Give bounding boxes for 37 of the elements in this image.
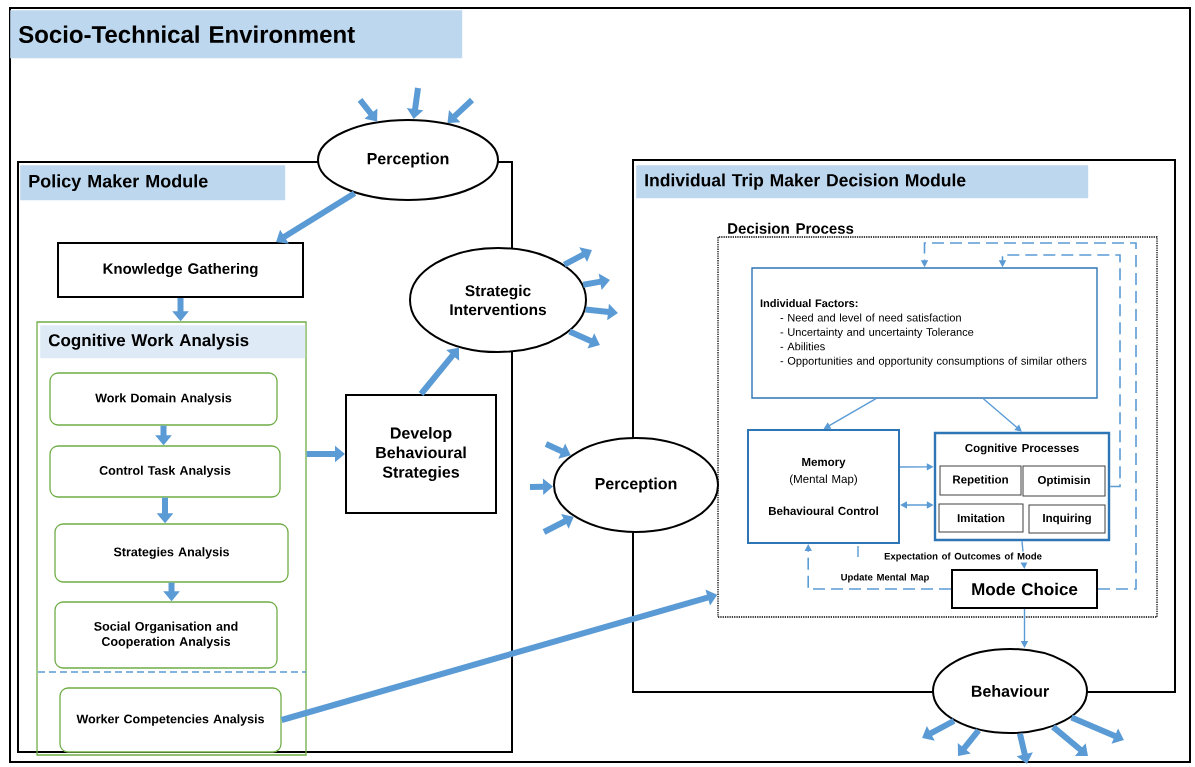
process-box: Develop Behavioural Strategies bbox=[345, 394, 497, 514]
item-box: Inquiring bbox=[1028, 504, 1106, 534]
heading-band: Policy Maker Module bbox=[20, 165, 286, 201]
rounded-box: Social Organisation and Cooperation Analysis bbox=[54, 601, 278, 669]
oval-node: Strategic Interventions bbox=[409, 247, 587, 353]
block-arrow bbox=[447, 97, 475, 123]
rounded-box: Strategies Analysis bbox=[54, 523, 289, 583]
box-heading: Cognitive Processes bbox=[965, 443, 1079, 455]
block-arrow bbox=[957, 728, 981, 756]
rounded-box: Control Task Analysis bbox=[49, 445, 281, 498]
process-box: Memory (Mental Map) Behavioural Control bbox=[747, 429, 900, 544]
block-arrow bbox=[276, 190, 357, 244]
item-box: Optimisin bbox=[1022, 465, 1106, 497]
block-arrow bbox=[1051, 724, 1088, 756]
block-arrow bbox=[922, 718, 956, 741]
item-box: Imitation bbox=[938, 503, 1024, 533]
item-box: Repetition bbox=[939, 465, 1022, 496]
heading-band: Individual Trip Maker Decision Module bbox=[636, 165, 1089, 199]
heading-band: Socio-Technical Environment bbox=[10, 10, 463, 59]
oval-node: Behaviour bbox=[932, 648, 1088, 734]
rounded-box: Worker Competencies Analysis bbox=[59, 687, 282, 753]
rounded-box: Work Domain Analysis bbox=[49, 372, 278, 426]
oval-node: Perception bbox=[317, 119, 499, 201]
block-arrow bbox=[357, 98, 378, 122]
oval-node: Perception bbox=[553, 437, 719, 533]
process-box: Mode Choice bbox=[951, 569, 1098, 609]
arrow bbox=[982, 398, 1022, 432]
frame-heading: Decision Process bbox=[728, 222, 854, 234]
heading-band: Cognitive Work Analysis bbox=[40, 325, 306, 359]
process-box: Knowledge Gathering bbox=[57, 242, 304, 298]
edge-label: Update Mental Map bbox=[839, 572, 931, 584]
block-arrow bbox=[562, 247, 592, 268]
edge-label: Expectation of Outcomes of Mode bbox=[883, 551, 1043, 563]
block-arrow bbox=[542, 513, 574, 535]
block-arrow bbox=[544, 441, 571, 459]
block-arrow bbox=[418, 347, 460, 396]
text-box: Individual Factors: - Need and level of need satisfaction - Uncertainty and uncertainty Tolerance - Abilities - Opportunities and opportunity consumptions of similar others bbox=[751, 267, 1098, 399]
